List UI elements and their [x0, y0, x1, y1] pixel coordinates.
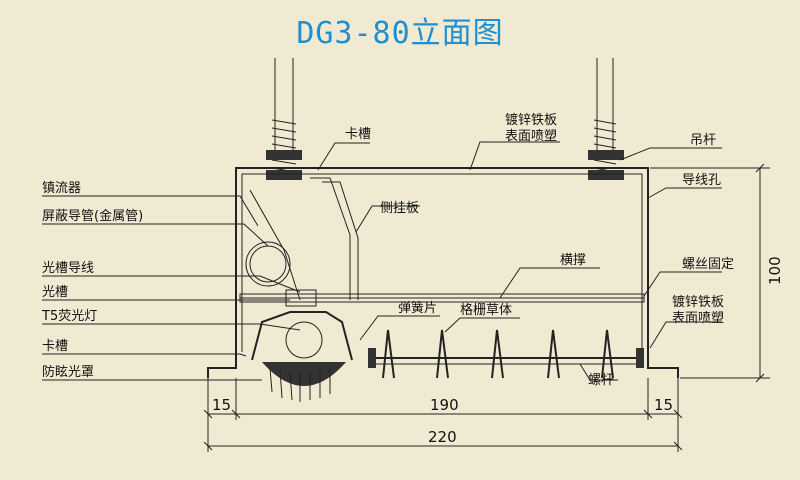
label-anti-glare: 防眩光罩 [42, 364, 94, 380]
label-grille-body: 格栅草体 [460, 302, 512, 318]
housing-outline [207, 167, 679, 378]
label-ballast: 镇流器 [42, 181, 81, 196]
label-shield-pipe: 屏蔽导管(金属管) [42, 208, 143, 224]
dimension-lines [203, 163, 770, 452]
label-card-slot-top: 卡槽 [345, 127, 371, 142]
dim-total: 220 [428, 428, 457, 446]
label-screw-fix: 螺丝固定 [682, 257, 734, 272]
grille-blades [368, 329, 644, 379]
label-screw-rod: 螺杆 [588, 373, 614, 388]
dim-right: 15 [654, 396, 673, 414]
label-card-slot-bottom: 卡槽 [42, 339, 68, 354]
label-hanger-rod: 吊杆 [690, 133, 716, 148]
label-cross-brace: 横撑 [560, 253, 586, 268]
cross-brace [239, 293, 645, 303]
label-side-hanger: 侧挂板 [380, 201, 419, 216]
label-galv-plate-right-2: 表面喷塑 [672, 311, 724, 326]
light-slot-assembly [251, 289, 353, 402]
dim-height: 100 [766, 256, 784, 285]
label-galv-plate-right-1: 镀锌铁板 [672, 294, 724, 310]
dim-left: 15 [212, 396, 231, 414]
label-wire-hole: 导线孔 [682, 173, 721, 188]
hanger-rods [266, 58, 624, 180]
label-fluorescent: T5荧光灯 [41, 309, 97, 324]
label-light-slot-wire: 光槽导线 [42, 261, 94, 276]
dim-middle: 190 [430, 396, 459, 414]
label-galv-plate-top-1: 镀锌铁板 [505, 112, 557, 128]
label-spring-plate: 弹簧片 [398, 300, 437, 316]
shield-pipe-circle [245, 241, 291, 287]
page-title: DG3-80立面图 [296, 16, 504, 51]
label-galv-plate-top-2: 表面喷塑 [505, 129, 557, 144]
leader-lines [42, 141, 722, 381]
label-light-slot: 光槽 [42, 285, 68, 300]
